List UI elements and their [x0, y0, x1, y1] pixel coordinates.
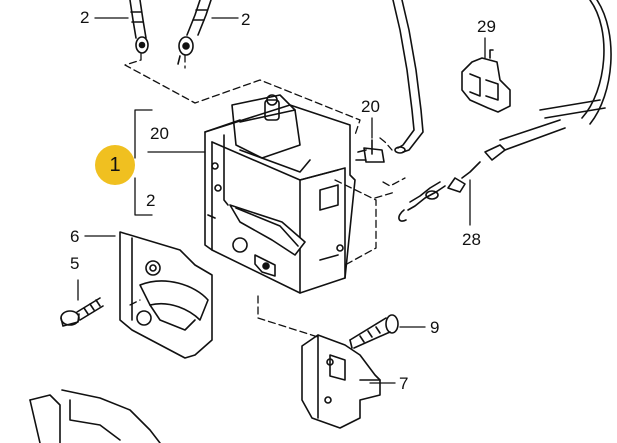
label-part-29: 29	[477, 17, 496, 36]
label-part-2-bracket: 2	[146, 191, 156, 210]
screw-part-20-right	[355, 139, 385, 163]
callout-label: 1	[109, 153, 121, 176]
label-part-5: 5	[70, 254, 80, 273]
bracket-part-7	[301, 334, 381, 429]
label-part-20-bracket: 20	[150, 124, 169, 143]
bowden-cable	[398, 0, 612, 222]
screw-part-5	[60, 297, 104, 327]
label-part-20-right: 20	[361, 97, 380, 116]
leader-lines	[77, 17, 486, 384]
striker-plate-part-6	[119, 231, 213, 359]
label-part-9: 9	[430, 318, 440, 337]
rod-top-right	[392, 0, 424, 154]
callout-part-1: 1	[95, 145, 135, 185]
label-part-2-left: 2	[80, 8, 90, 27]
clip-part-29	[461, 49, 511, 113]
door-lock-assembly	[204, 94, 356, 294]
trim-piece-bottom-left	[29, 389, 161, 443]
screw-part-9	[349, 314, 399, 349]
label-part-7: 7	[399, 374, 409, 393]
rod-left-part-2	[129, 0, 149, 54]
dashed-assembly-lines	[124, 53, 406, 338]
label-part-2-right: 2	[241, 10, 251, 29]
label-part-28: 28	[462, 230, 481, 249]
label-part-6: 6	[70, 227, 80, 246]
rod-right-part-2	[177, 0, 212, 65]
